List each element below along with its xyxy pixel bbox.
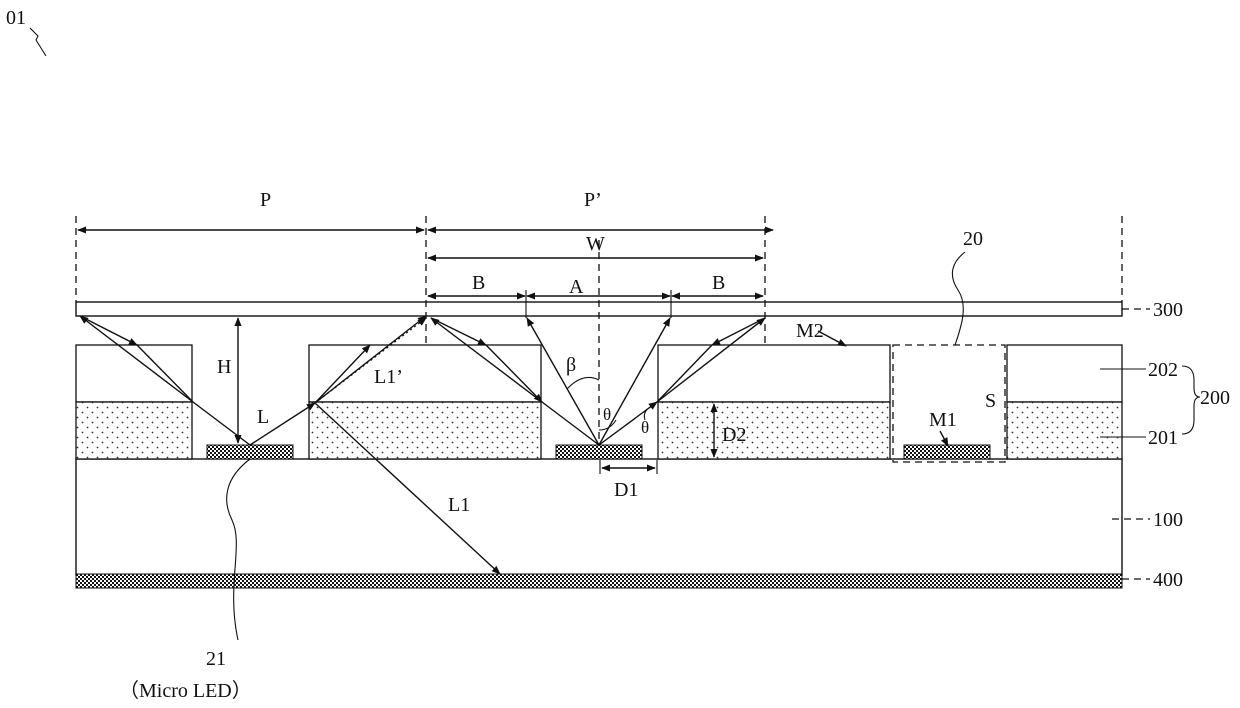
label-D1: D1 bbox=[614, 479, 638, 501]
label-L: L bbox=[257, 406, 269, 428]
label-D2: D2 bbox=[722, 424, 746, 446]
micro-led-2 bbox=[556, 445, 642, 459]
figure-label: 01 bbox=[6, 7, 26, 29]
label-20: 20 bbox=[963, 228, 983, 250]
label-S: S bbox=[985, 390, 996, 412]
micro-led-caption: （Micro LED） bbox=[119, 679, 252, 702]
ref-300: 300 bbox=[1153, 299, 1183, 321]
leader-20 bbox=[952, 252, 965, 345]
reflective-layer-400 bbox=[76, 574, 1122, 588]
label-theta-2: θ bbox=[641, 418, 649, 437]
label-H: H bbox=[217, 356, 231, 378]
leader-M1 bbox=[940, 431, 948, 446]
label-B-right: B bbox=[712, 272, 725, 294]
bank-structure-3 bbox=[658, 345, 890, 459]
label-A: A bbox=[569, 276, 584, 298]
label-beta: β bbox=[566, 354, 576, 376]
ref-400: 400 bbox=[1153, 569, 1183, 591]
label-theta-1: θ bbox=[603, 405, 611, 424]
bank-structure-1 bbox=[76, 345, 192, 459]
label-W: W bbox=[586, 233, 605, 255]
ref-201: 201 bbox=[1148, 427, 1178, 449]
label-L1: L1 bbox=[448, 494, 470, 516]
figure-label-leader bbox=[30, 28, 46, 56]
ref-100: 100 bbox=[1153, 509, 1183, 531]
label-P: P bbox=[260, 189, 271, 211]
label-M1: M1 bbox=[929, 409, 957, 431]
label-B-left: B bbox=[472, 272, 485, 294]
bank-structure-4 bbox=[1007, 345, 1122, 459]
ref-202: 202 bbox=[1148, 359, 1178, 381]
micro-led-3 bbox=[904, 445, 990, 459]
brace-200 bbox=[1182, 366, 1200, 434]
micro-led-1 bbox=[207, 445, 293, 459]
ref-200: 200 bbox=[1200, 387, 1230, 409]
label-L1-prime: L1’ bbox=[374, 366, 403, 388]
micro-led-number: 21 bbox=[206, 648, 226, 670]
label-P-prime: P’ bbox=[584, 189, 602, 211]
label-M2: M2 bbox=[796, 320, 824, 342]
bank-structure-2 bbox=[309, 345, 541, 459]
